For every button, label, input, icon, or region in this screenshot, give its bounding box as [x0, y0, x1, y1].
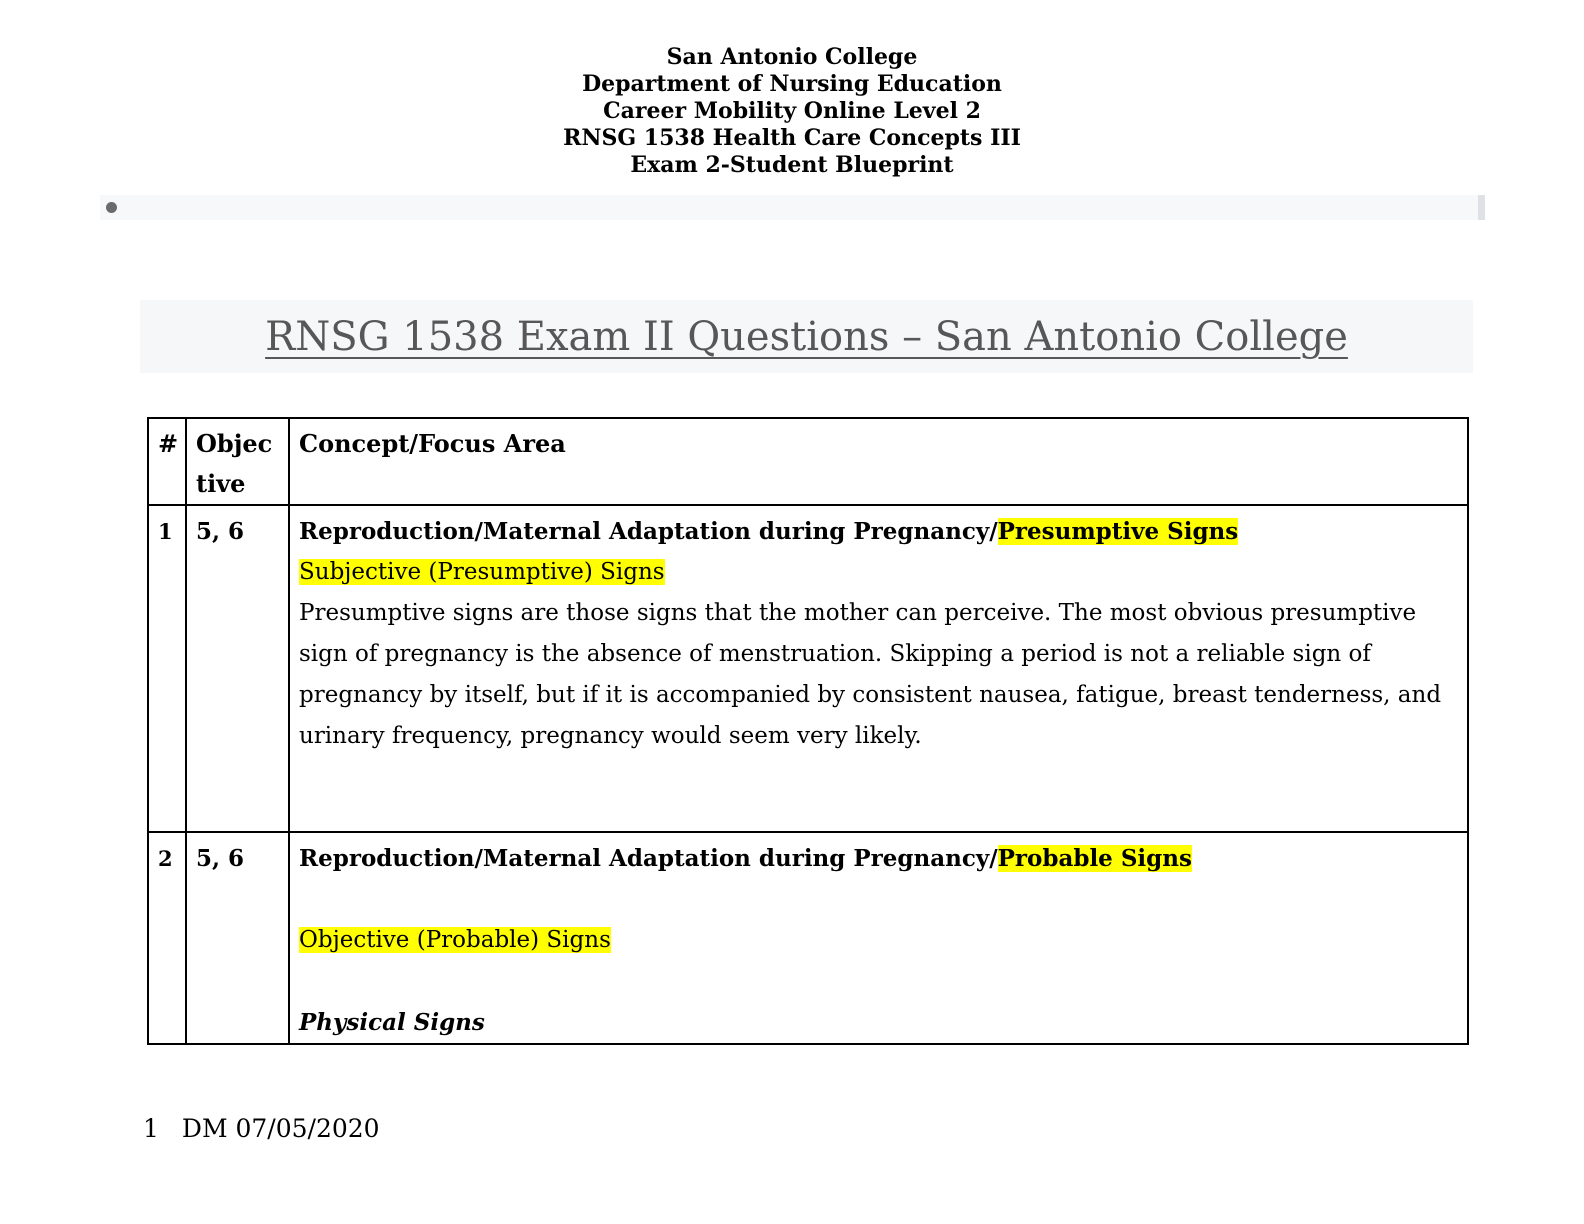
blank-line: [299, 961, 1459, 1002]
concept-heading-plain: Reproduction/Maternal Adaptation during …: [299, 518, 998, 545]
row-objective: 5, 6: [185, 504, 290, 833]
bullet-icon: [106, 202, 117, 213]
row-concept-cell: Reproduction/Maternal Adaptation during …: [288, 504, 1469, 833]
header-line-course: RNSG 1538 Health Care Concepts III: [563, 125, 1021, 151]
concept-subheading-highlight: Objective (Probable) Signs: [299, 927, 611, 953]
page-footer: 1 DM 07/05/2020: [143, 1112, 380, 1146]
row-concept-cell: Reproduction/Maternal Adaptation during …: [288, 831, 1469, 1045]
footer-revision: DM 07/05/2020: [181, 1114, 380, 1143]
row-objective: 5, 6: [185, 831, 290, 1045]
table-row: 2 5, 6 Reproduction/Maternal Adaptation …: [147, 831, 1469, 1045]
table-row: 1 5, 6 Reproduction/Maternal Adaptation …: [147, 504, 1469, 833]
scrollbar-thumb[interactable]: [1478, 195, 1485, 220]
concept-heading-highlight: Presumptive Signs: [997, 518, 1239, 545]
header-line-institution: San Antonio College: [666, 44, 918, 70]
document-header: San Antonio College Department of Nursin…: [0, 44, 1584, 179]
concept-heading-highlight: Probable Signs: [997, 845, 1192, 872]
column-header-objective: Objective: [185, 417, 290, 506]
header-line-exam: Exam 2-Student Blueprint: [630, 152, 954, 178]
toolbar-strip: [100, 195, 1485, 220]
blank-line: [299, 879, 1459, 920]
concept-heading: Reproduction/Maternal Adaptation during …: [299, 838, 1459, 879]
header-line-department: Department of Nursing Education: [582, 71, 1002, 97]
table-header-row: # Objective Concept/Focus Area: [147, 417, 1469, 506]
concept-heading: Reproduction/Maternal Adaptation during …: [299, 511, 1459, 552]
concept-subheading: Objective (Probable) Signs: [299, 920, 1459, 961]
blueprint-table: # Objective Concept/Focus Area 1 5, 6 Re…: [147, 417, 1469, 1045]
page-title: RNSG 1538 Exam II Questions – San Antoni…: [265, 313, 1348, 360]
row-number: 2: [147, 831, 187, 1045]
concept-subheading: Subjective (Presumptive) Signs: [299, 552, 1459, 593]
footer-page-number: 1: [143, 1114, 159, 1143]
concept-heading-plain: Reproduction/Maternal Adaptation during …: [299, 845, 998, 872]
column-header-concept: Concept/Focus Area: [288, 417, 1469, 506]
row-number: 1: [147, 504, 187, 833]
column-header-number: #: [147, 417, 187, 506]
concept-subheading-highlight: Subjective (Presumptive) Signs: [299, 559, 665, 585]
title-band: RNSG 1538 Exam II Questions – San Antoni…: [140, 300, 1473, 373]
concept-paragraph: Presumptive signs are those signs that t…: [299, 600, 1442, 749]
header-line-program: Career Mobility Online Level 2: [603, 98, 981, 124]
concept-italic-heading: Physical Signs: [299, 1009, 485, 1036]
